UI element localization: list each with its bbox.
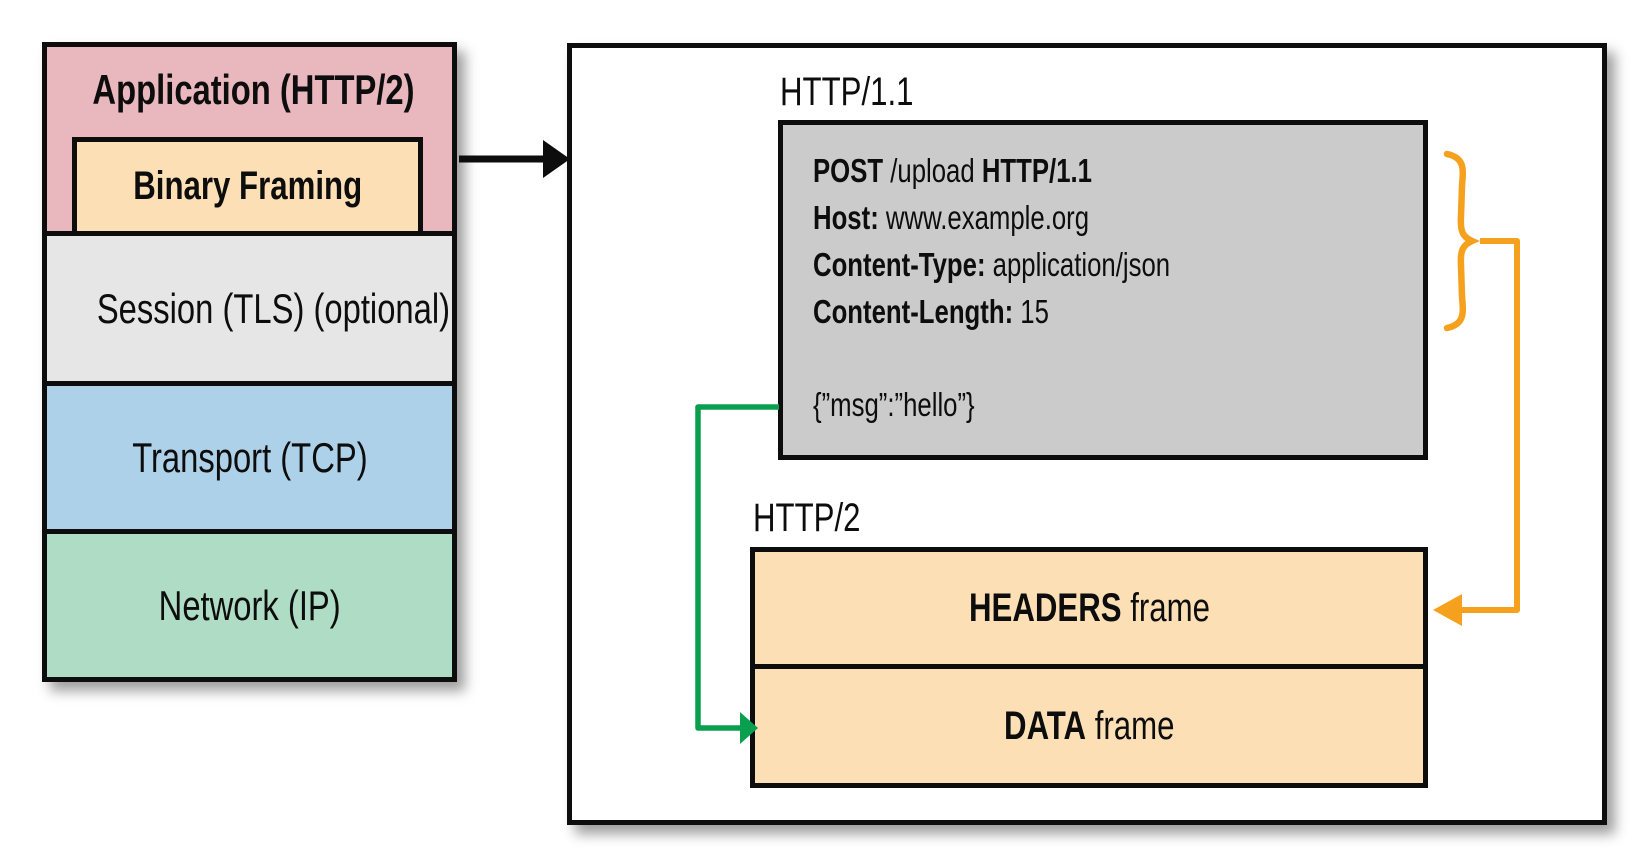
layer-session: Session (TLS) (optional) <box>47 231 452 381</box>
protocol-stack: Application (HTTP/2) Binary Framing Sess… <box>42 42 457 682</box>
binary-framing-box: Binary Framing <box>72 137 423 236</box>
layer-network: Network (IP) <box>47 529 452 677</box>
headers-frame-label: HEADERS frame <box>968 585 1210 630</box>
layer-network-label: Network (IP) <box>158 581 341 629</box>
data-frame-label: DATA frame <box>1003 703 1175 748</box>
http11-request-box: POST /upload HTTP/1.1 Host: www.example.… <box>778 120 1428 460</box>
request-line-start: POST /upload HTTP/1.1 <box>813 152 1092 189</box>
layer-session-label: Session (TLS) (optional) <box>96 284 451 332</box>
layer-transport: Transport (TCP) <box>47 381 452 529</box>
headers-frame: HEADERS frame <box>755 552 1423 669</box>
http2-frames-box: HEADERS frame DATA frame <box>750 547 1428 788</box>
request-text: POST /upload HTTP/1.1 Host: www.example.… <box>783 125 1423 428</box>
request-line-content-length: Content-Length: 15 <box>813 293 1049 330</box>
request-body: {”msg”:”hello”} <box>813 386 975 423</box>
binary-framing-label: Binary Framing <box>133 164 362 208</box>
request-blank-line <box>813 335 1413 381</box>
layer-application-label: Application (HTTP/2) <box>92 66 415 113</box>
request-line-host: Host: www.example.org <box>813 199 1090 236</box>
layer-transport-label: Transport (TCP) <box>131 433 368 481</box>
framing-panel: HTTP/1.1 POST /upload HTTP/1.1 Host: www… <box>567 43 1607 825</box>
stack-to-panel-arrow <box>459 140 570 178</box>
http2-label: HTTP/2 <box>753 496 861 540</box>
data-frame: DATA frame <box>755 669 1423 783</box>
http11-label: HTTP/1.1 <box>780 70 914 114</box>
request-line-content-type: Content-Type: application/json <box>813 246 1171 283</box>
layer-application: Application (HTTP/2) Binary Framing <box>47 47 452 236</box>
